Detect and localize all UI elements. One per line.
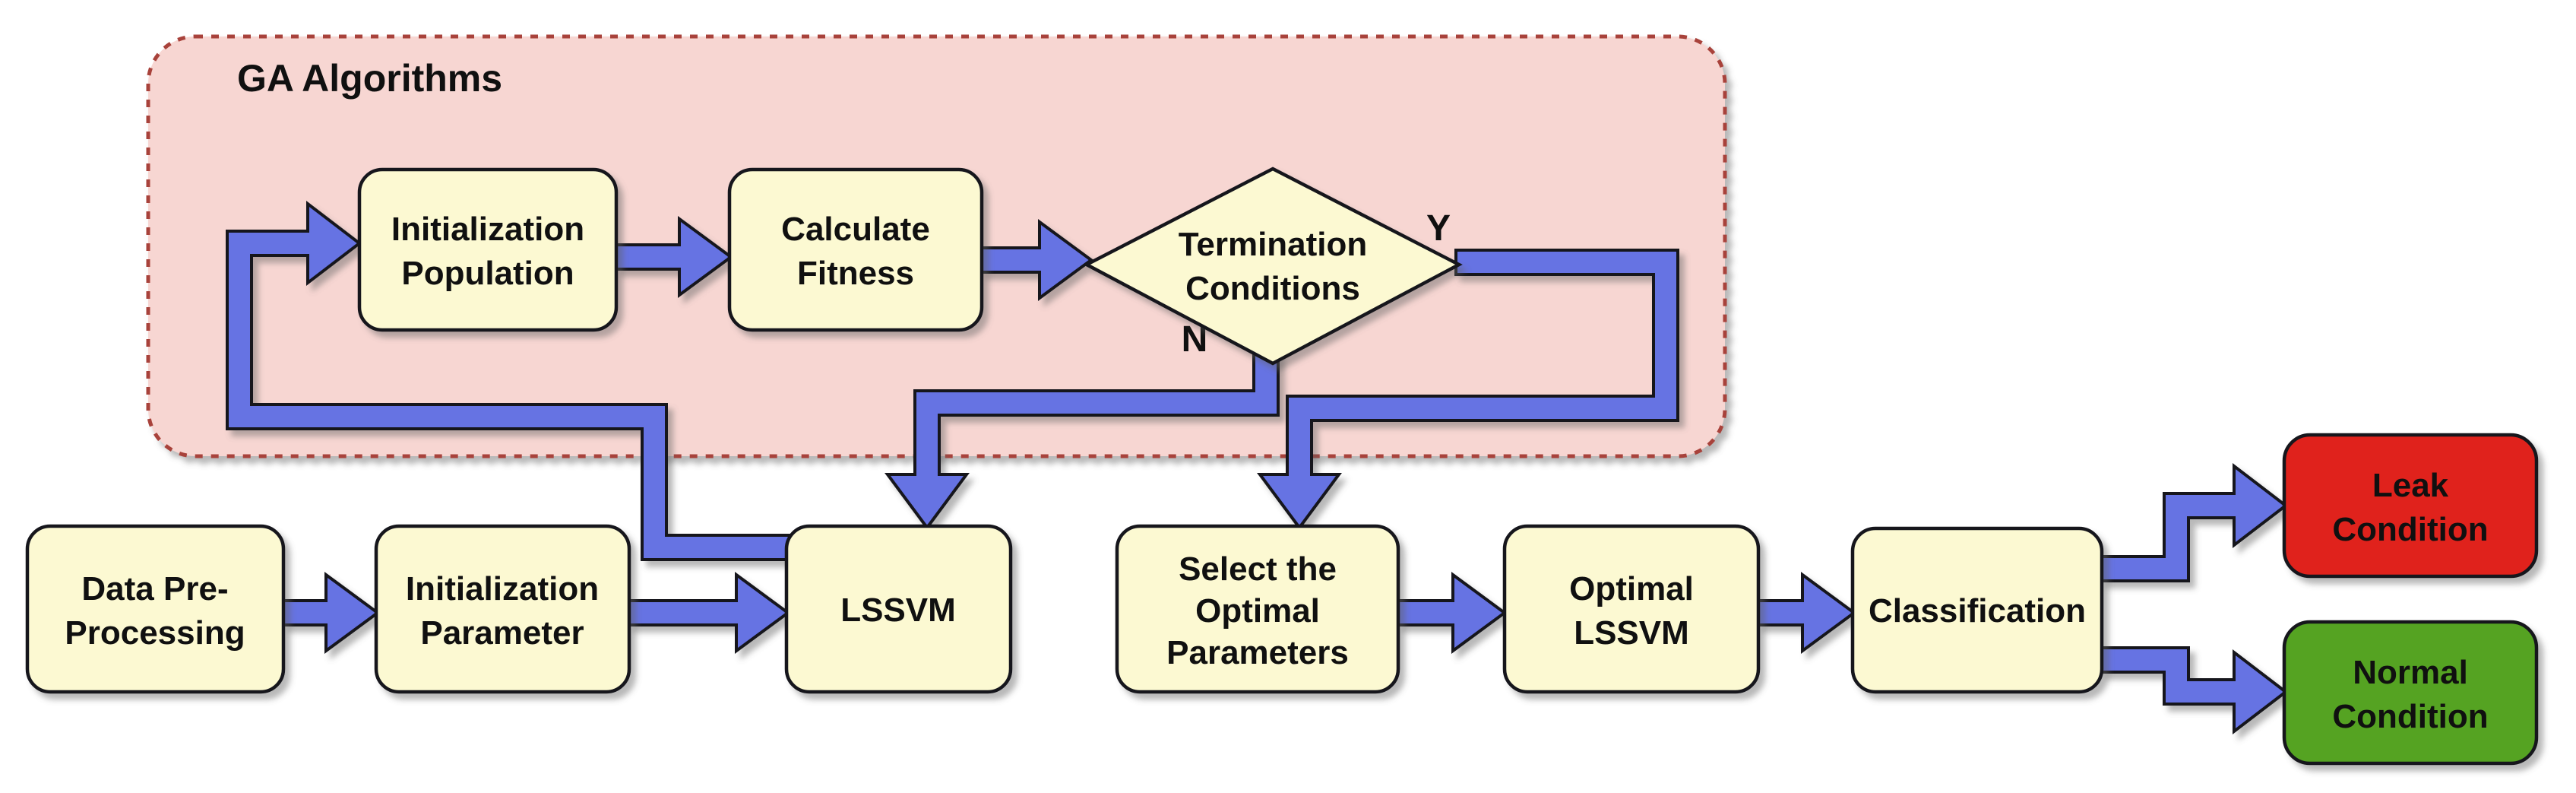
node-lssvm: LSSVM xyxy=(784,524,1013,694)
node-normal-label-line1: Normal xyxy=(2353,654,2468,691)
arrow-datapre-to-initparam xyxy=(282,572,381,654)
node-init-population: Initialization Population xyxy=(357,167,619,332)
node-lssvm-box xyxy=(784,524,1013,694)
pipe-lssvm-to-init-population xyxy=(226,200,796,561)
node-classification: Classification xyxy=(1850,526,2104,694)
node-normal-condition: Normal Condition xyxy=(2282,620,2539,766)
node-init-population-label-line2: Population xyxy=(401,255,574,292)
node-termination-conditions-diamond xyxy=(1083,167,1463,366)
arrow-initparam-to-lssvm xyxy=(628,572,791,654)
node-select-optimal-parameters-box xyxy=(1115,524,1400,694)
node-select-optimal-label-line3: Parameters xyxy=(1166,634,1349,671)
node-init-parameter-label-line2: Parameter xyxy=(420,614,584,652)
node-optimal-lssvm-box xyxy=(1502,524,1761,694)
node-leak-condition: Leak Condition xyxy=(2282,433,2539,579)
node-lssvm-label: LSSVM xyxy=(840,592,956,629)
node-calculate-fitness-label-line1: Calculate xyxy=(781,211,930,248)
pipe-termination-y-to-select-optimal xyxy=(1257,249,1679,531)
node-classification-label: Classification xyxy=(1869,592,2086,630)
node-select-optimal-parameters: Select the Optimal Parameters xyxy=(1115,524,1400,694)
node-data-preprocessing-label-line2: Processing xyxy=(65,614,245,652)
node-calculate-fitness: Calculate Fitness xyxy=(727,167,984,332)
node-calculate-fitness-box xyxy=(727,167,984,332)
arrow-optimal-to-classification xyxy=(1757,572,1857,654)
node-optimal-lssvm: Optimal LSSVM xyxy=(1502,524,1761,694)
arrow-initpop-to-calcfitness xyxy=(615,216,734,298)
ga-algorithms-title: GA Algorithms xyxy=(237,57,502,100)
pipe-classification-to-leak xyxy=(2100,462,2289,582)
arrow-select-to-optimal-lssvm xyxy=(1397,572,1508,654)
branch-label-yes: Y xyxy=(1426,208,1451,249)
node-leak-label-line2: Condition xyxy=(2332,511,2488,548)
node-optimal-lssvm-label-line2: LSSVM xyxy=(1574,614,1689,652)
node-classification-box xyxy=(1850,526,2104,694)
node-select-optimal-label-line1: Select the xyxy=(1179,550,1337,588)
pipe-classification-to-normal xyxy=(2100,646,2289,735)
node-termination-conditions: Termination Conditions xyxy=(1083,167,1463,366)
node-init-parameter-label-line1: Initialization xyxy=(406,570,599,607)
node-termination-label-line1: Termination xyxy=(1179,226,1368,263)
node-data-preprocessing-label-line1: Data Pre- xyxy=(81,570,228,607)
node-init-population-label-line1: Initialization xyxy=(391,211,584,248)
node-init-population-box xyxy=(357,167,619,332)
node-data-preprocessing-box xyxy=(25,524,286,694)
node-normal-label-line2: Condition xyxy=(2332,698,2488,735)
node-init-parameter-box xyxy=(374,524,631,694)
node-data-preprocessing: Data Pre- Processing xyxy=(25,524,286,694)
node-leak-label-line1: Leak xyxy=(2372,467,2449,504)
node-leak-condition-box xyxy=(2282,433,2539,579)
arrow-calcfitness-to-termination xyxy=(980,219,1094,301)
node-init-parameter: Initialization Parameter xyxy=(374,524,631,694)
pipe-termination-n-to-lssvm xyxy=(885,341,1280,531)
node-calculate-fitness-label-line2: Fitness xyxy=(797,255,914,292)
node-termination-label-line2: Conditions xyxy=(1185,270,1360,307)
node-optimal-lssvm-label-line1: Optimal xyxy=(1569,570,1694,607)
node-select-optimal-label-line2: Optimal xyxy=(1195,592,1320,630)
node-normal-condition-box xyxy=(2282,620,2539,766)
